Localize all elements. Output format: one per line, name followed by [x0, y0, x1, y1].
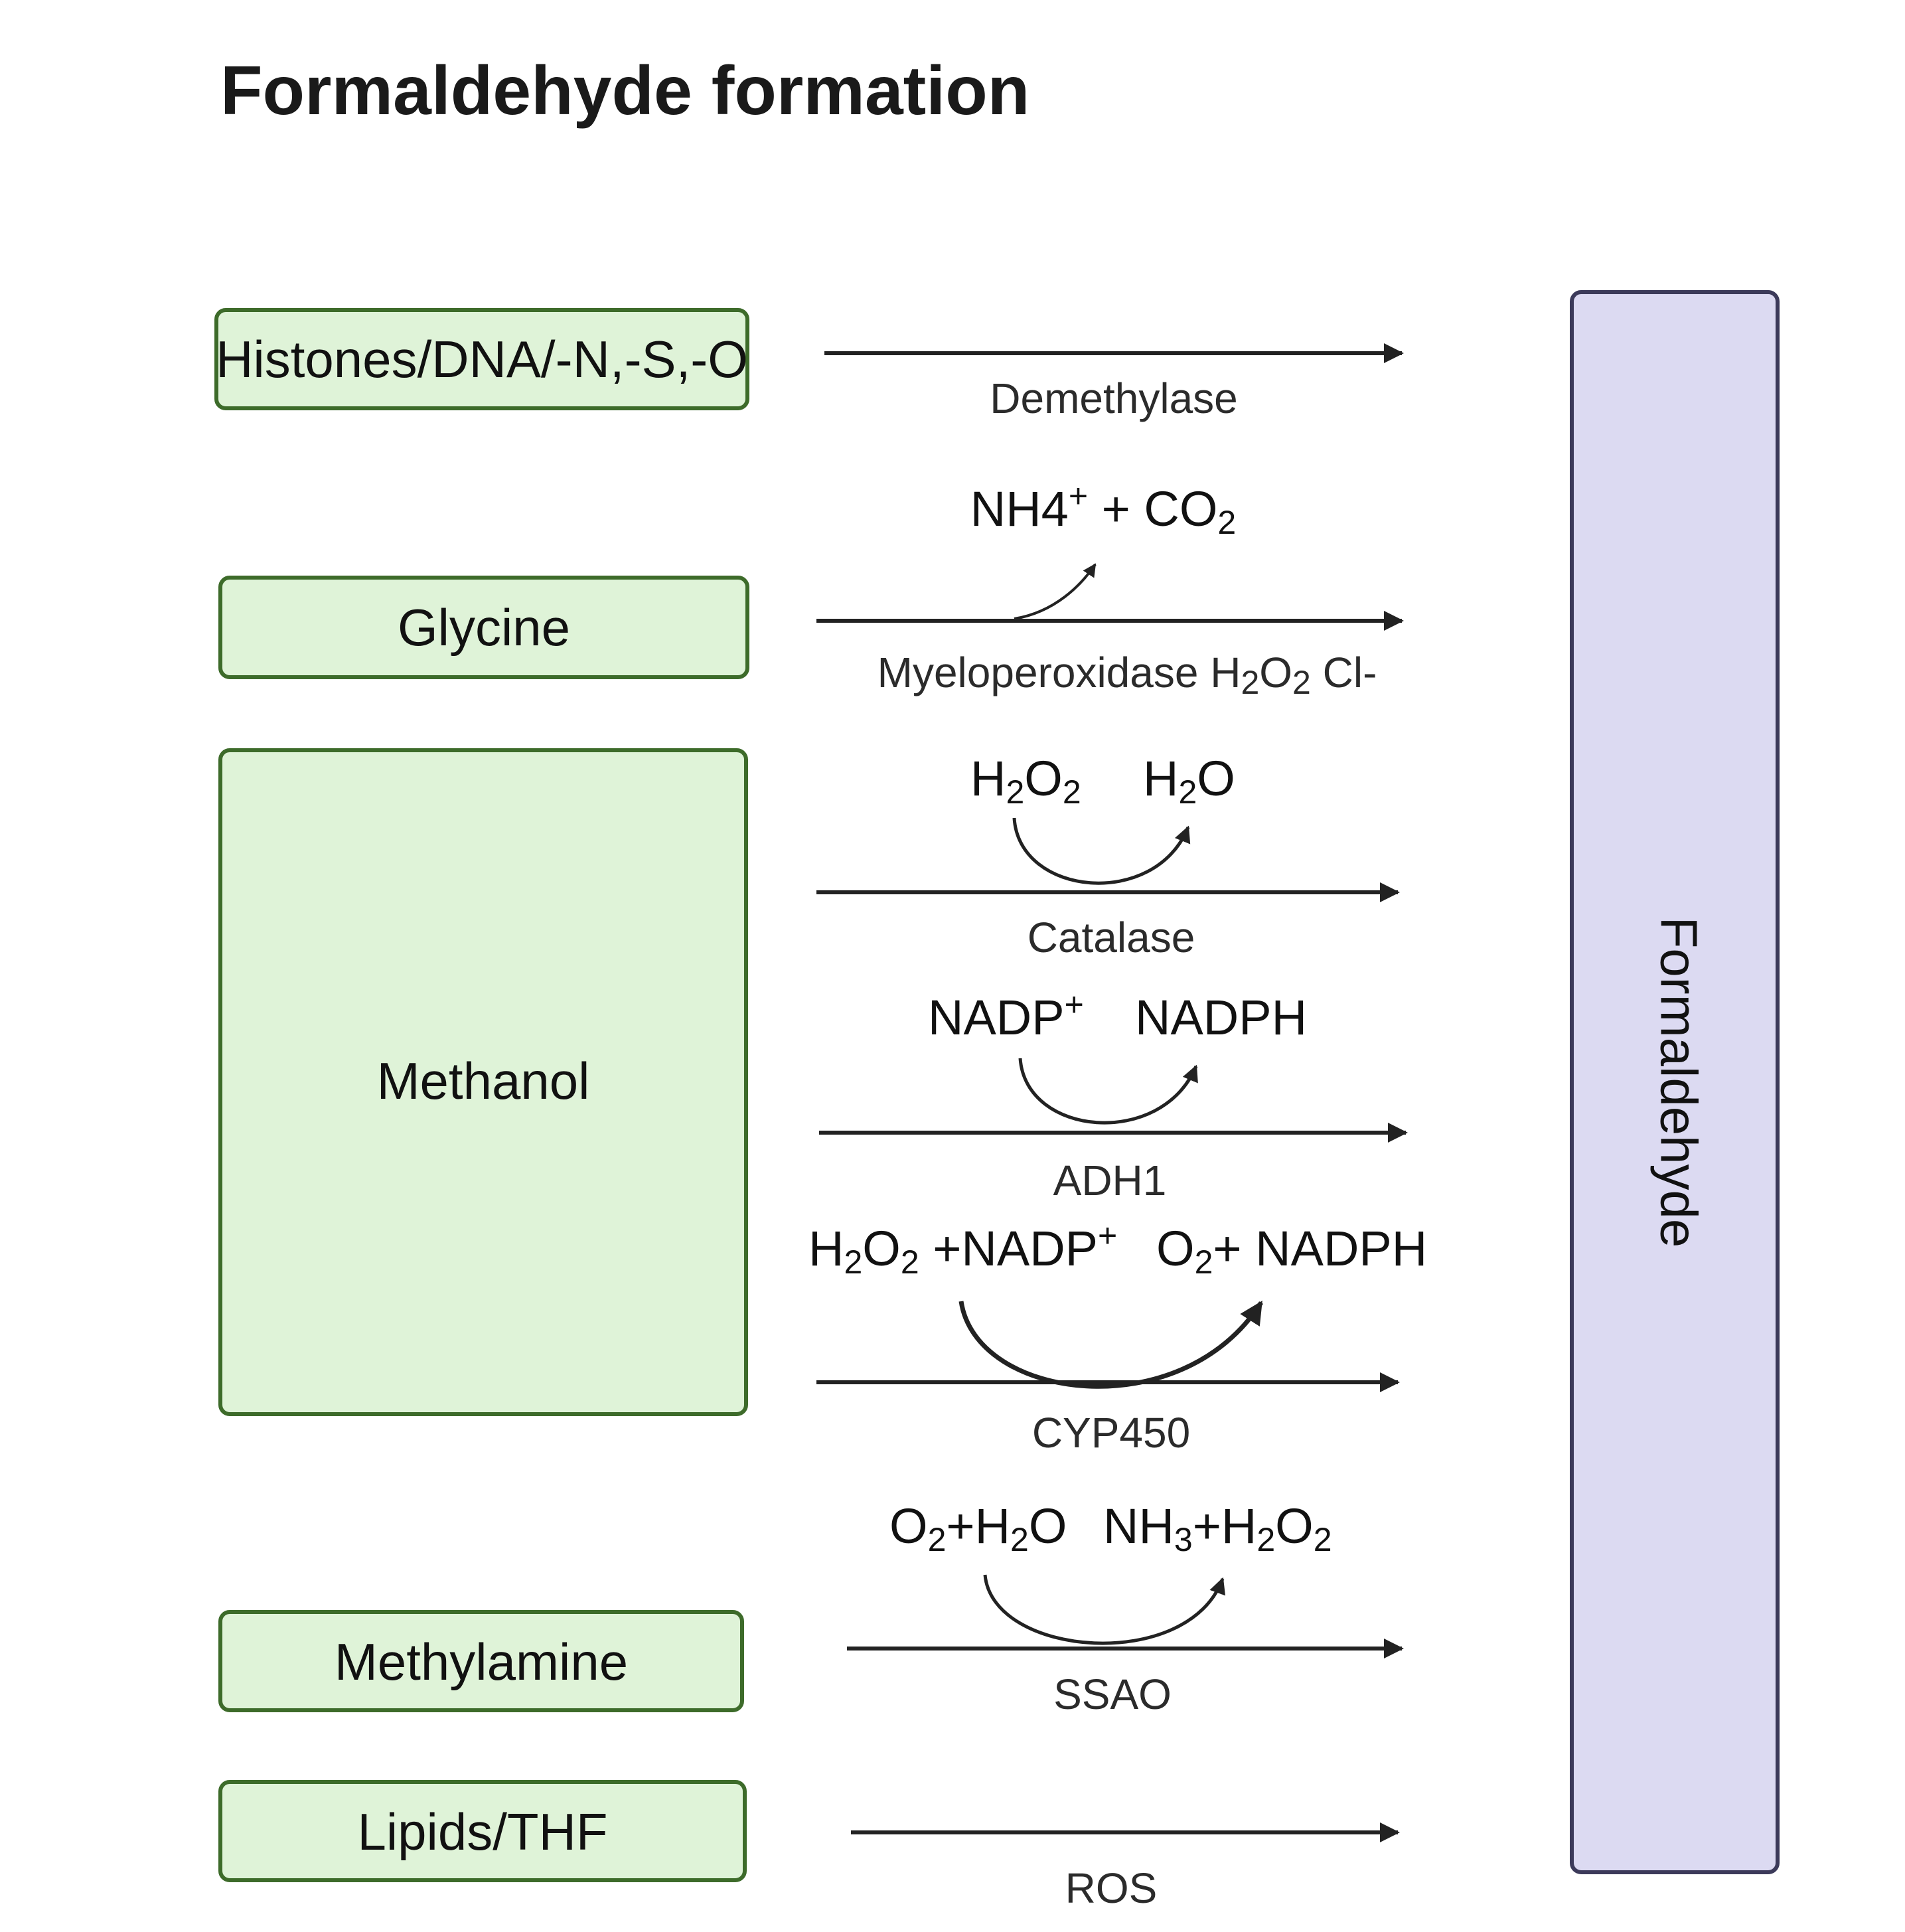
source-histones: Histones/DNA/-N,-S,-O: [214, 308, 749, 410]
enzyme-catalase: Catalase: [1028, 914, 1195, 961]
source-lipids-label: Lipids/THF: [357, 1803, 607, 1861]
source-glycine: Glycine: [218, 576, 749, 679]
reaction-ssao: O2+H2O NH3+H2O2 SSAO: [847, 1498, 1404, 1718]
source-methanol-label: Methanol: [377, 1052, 590, 1110]
product-formaldehyde-label: Formaldehyde: [1649, 917, 1708, 1248]
enzyme-adh1: ADH1: [1053, 1157, 1167, 1204]
enzyme-cyp450: CYP450: [1032, 1409, 1190, 1457]
arrow-catalase-cofactor: [1012, 817, 1191, 885]
product-formaldehyde: Formaldehyde: [1570, 290, 1780, 1874]
arrow-cyp450-cofactor: [958, 1301, 1263, 1389]
reaction-myeloperoxidase: NH4+ + CO2 Myeloperoxidase H2O2 Cl-: [816, 477, 1404, 701]
source-methylamine: Methylamine: [218, 1610, 744, 1712]
enzyme-demethylase: Demethylase: [990, 374, 1238, 422]
enzyme-ssao: SSAO: [1053, 1670, 1172, 1718]
reaction-catalase: H2O2 H2O Catalase: [816, 751, 1400, 961]
source-glycine-label: Glycine: [398, 598, 570, 657]
reaction-demethylase: Demethylase: [824, 343, 1404, 422]
cofactor-glycine-out: NH4+ + CO2: [970, 477, 1236, 541]
cofactor-adh1-out: NADPH: [1135, 990, 1307, 1045]
cofactor-adh1-in: NADP+: [928, 986, 1084, 1045]
cofactor-catalase-in: H2O2: [970, 751, 1081, 811]
source-histones-label: Histones/DNA/-N,-S,-O: [216, 330, 748, 388]
arrow-glycine-release: [1014, 563, 1097, 620]
arrow-adh1-cofactor: [1018, 1058, 1198, 1125]
arrow-ssao-cofactor: [983, 1574, 1225, 1645]
source-methylamine-label: Methylamine: [335, 1633, 628, 1691]
enzyme-ros: ROS: [1065, 1864, 1158, 1912]
reaction-adh1: NADP+ NADPH ADH1: [819, 986, 1408, 1204]
cofactor-ssao-in: O2+H2O: [889, 1498, 1067, 1558]
source-methanol: Methanol: [218, 748, 748, 1416]
enzyme-myeloperoxidase: Myeloperoxidase H2O2 Cl-: [877, 649, 1377, 701]
cofactor-ssao-out: NH3+H2O2: [1103, 1498, 1332, 1558]
cofactor-catalase-out: H2O: [1143, 751, 1235, 811]
page-title: Formaldehyde formation: [220, 52, 1029, 129]
source-lipids: Lipids/THF: [218, 1780, 747, 1882]
cofactor-cyp450-in: H2O2 +NADP+: [808, 1217, 1117, 1281]
cofactor-cyp450-out: O2+ NADPH: [1156, 1221, 1427, 1281]
reaction-cyp450: H2O2 +NADP+ O2+ NADPH CYP450: [808, 1217, 1427, 1457]
reaction-ros: ROS: [851, 1822, 1400, 1912]
